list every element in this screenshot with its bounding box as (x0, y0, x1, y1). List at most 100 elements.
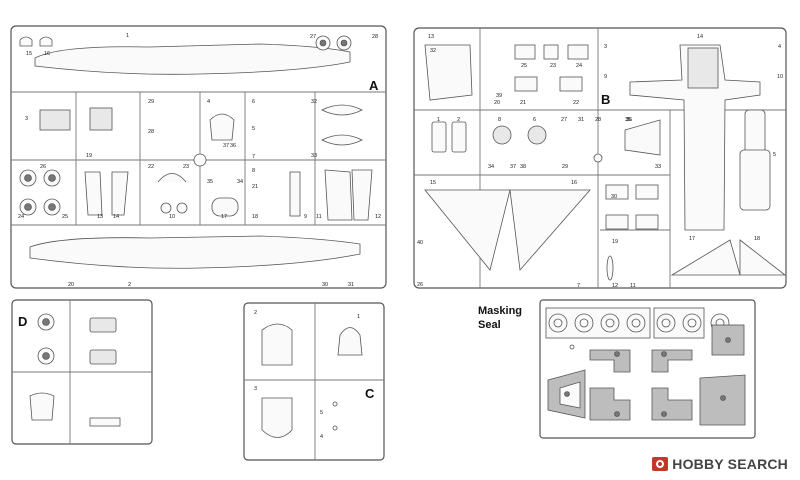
part-number: 35 (207, 179, 213, 185)
part-number: 8 (498, 117, 501, 123)
part-number: 14 (113, 214, 119, 220)
sprue-c: 2 1 3 4 5 C (243, 302, 385, 461)
part-number: 5 (773, 152, 776, 158)
part-number: 2 (457, 117, 460, 123)
canopy-masks (547, 324, 746, 426)
masking-seal: Masking Seal (478, 299, 756, 439)
part-number: 19 (86, 153, 92, 159)
part-number: 6 (533, 117, 536, 123)
hobby-search-logo-icon (652, 457, 669, 471)
part-number: 10 (169, 214, 175, 220)
part-number: 16 (44, 51, 50, 57)
part-number: 20 (68, 282, 74, 288)
part-number: 30 (611, 194, 617, 200)
part-number: 12 (612, 283, 618, 289)
part-number: 34 (488, 164, 494, 170)
part-number: 28 (148, 129, 154, 135)
part-number: 30 (322, 282, 328, 288)
part-number: 23 (183, 164, 189, 170)
part-number: 2 (254, 310, 257, 316)
part-number: 32 (311, 99, 317, 105)
part-number: 4 (320, 434, 323, 440)
part-number: 11 (630, 283, 636, 289)
part-number: 39 (496, 93, 502, 99)
part-number: 2 (128, 282, 131, 288)
masking-seal-title-line2: Seal (478, 319, 501, 331)
part-number: 16 (571, 180, 577, 186)
part-number: 33 (311, 153, 317, 159)
part-number: 36 (230, 143, 236, 149)
part-number: 24 (576, 63, 582, 69)
part-number: 20 (494, 100, 500, 106)
sprue-a: A 1 2 3 4 5 6 7 8 9 10 11 12 13 14 15 16… (10, 25, 387, 289)
sprue-a-part-numbers: 1 2 3 4 5 6 7 8 9 10 11 12 13 14 15 16 1… (18, 33, 381, 288)
part-number: 13 (97, 214, 103, 220)
sprue-b: B 1 2 3 4 5 6 7 8 9 10 11 12 13 14 15 16… (413, 27, 787, 289)
part-number: 19 (612, 239, 618, 245)
part-number: 10 (777, 74, 783, 80)
part-number: 15 (26, 51, 32, 57)
part-number: 5 (252, 126, 255, 132)
part-number: 4 (207, 99, 210, 105)
part-number: 28 (595, 117, 601, 123)
part-number: 13 (428, 34, 434, 40)
part-number: 3 (25, 116, 28, 122)
sprue-b-part-numbers: 1 2 3 4 5 6 7 8 9 10 11 12 13 14 15 16 1… (417, 34, 783, 289)
part-number: 33 (655, 164, 661, 170)
part-number: 11 (316, 214, 322, 220)
part-number: 18 (754, 236, 760, 242)
part-number: 32 (430, 48, 436, 54)
part-number: 15 (430, 180, 436, 186)
sprue-b-letter: B (601, 92, 610, 107)
part-number: 1 (437, 117, 440, 123)
part-number: 27 (561, 117, 567, 123)
sprue-c-letter: C (365, 386, 375, 401)
part-number: 5 (320, 410, 323, 416)
part-number: 37 (510, 164, 516, 170)
round-masks (548, 313, 730, 333)
part-number: 25 (521, 63, 527, 69)
masking-seal-title-line1: Masking (478, 305, 522, 317)
part-number: 27 (310, 34, 316, 40)
part-number: 40 (417, 240, 423, 246)
part-number: 24 (18, 214, 24, 220)
watermark: HOBBY SEARCH (652, 456, 788, 472)
part-number: 6 (252, 99, 255, 105)
part-number: 1 (357, 314, 360, 320)
part-number: 3 (254, 386, 257, 392)
part-number: 9 (604, 74, 607, 80)
part-number: 12 (375, 214, 381, 220)
part-number: 26 (417, 282, 423, 288)
part-number: 35 (625, 117, 631, 123)
part-number: 1 (126, 33, 129, 39)
part-number: 34 (237, 179, 243, 185)
part-number: 22 (573, 100, 579, 106)
part-number: 21 (252, 184, 258, 190)
part-number: 7 (252, 154, 255, 160)
part-number: 31 (348, 282, 354, 288)
part-number: 36 (626, 117, 632, 123)
part-number: 25 (62, 214, 68, 220)
part-number: 17 (221, 214, 227, 220)
part-number: 18 (252, 214, 258, 220)
part-number: 37 (223, 143, 229, 149)
part-number: 38 (520, 164, 526, 170)
part-number: 21 (520, 100, 526, 106)
part-number: 29 (148, 99, 154, 105)
part-number: 8 (252, 168, 255, 174)
sprue-a-letter: A (369, 78, 379, 93)
watermark-text: HOBBY SEARCH (672, 456, 788, 472)
part-number: 3 (604, 44, 607, 50)
part-number: 22 (148, 164, 154, 170)
sprue-d: D (11, 299, 153, 445)
part-number: 7 (577, 283, 580, 289)
part-number: 31 (578, 117, 584, 123)
part-number: 26 (40, 164, 46, 170)
part-number: 29 (562, 164, 568, 170)
part-number: 14 (697, 34, 703, 40)
part-number: 9 (304, 214, 307, 220)
part-number: 4 (778, 44, 781, 50)
part-number: 28 (372, 34, 378, 40)
sprue-d-letter: D (18, 314, 27, 329)
